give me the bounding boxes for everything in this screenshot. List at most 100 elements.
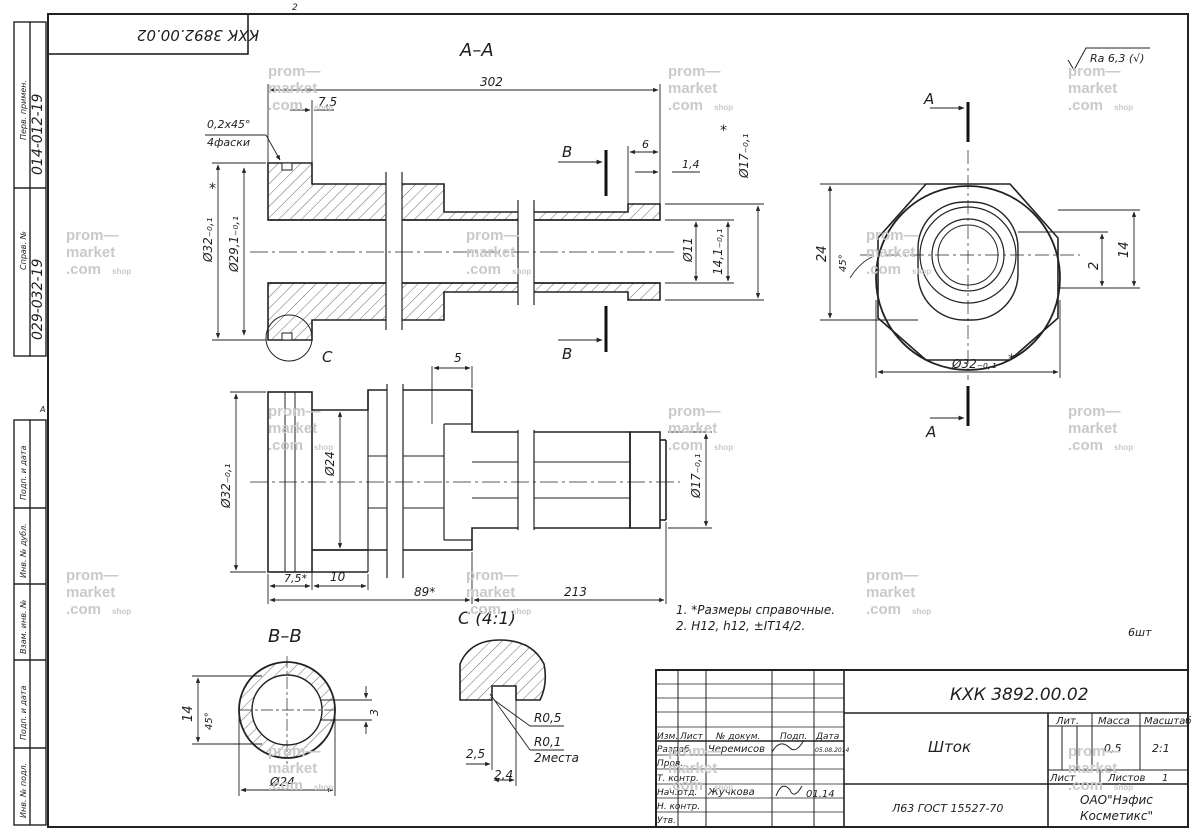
dim-r0-1: R0,1 xyxy=(534,735,561,749)
roughness-symbol: Ra 6,3 (√) xyxy=(1067,47,1150,72)
star-d32-end: * xyxy=(1008,352,1015,368)
watermark-shop: shop xyxy=(314,783,333,792)
watermark-text: market xyxy=(668,420,717,437)
watermark-text: .com xyxy=(466,601,501,618)
dim-6: 6 xyxy=(642,138,649,151)
watermark-text: market xyxy=(1068,760,1117,777)
watermark-text: market xyxy=(66,584,115,601)
dim-d24-bb: Ø24 xyxy=(269,775,295,789)
tb-scale-header: Масштаб xyxy=(1144,715,1192,727)
watermark-text: prom— xyxy=(866,567,919,584)
dim-d32: Ø32₋₀,₁ xyxy=(201,217,215,263)
watermark-text: prom— xyxy=(866,227,919,244)
tb-organization-2: Косметикс" xyxy=(1080,809,1153,823)
dim-5: 5 xyxy=(454,351,462,365)
designation-mirrored: КХК 3892.00.02 xyxy=(137,26,259,44)
dim-d17-b: Ø17₋₀,₁ xyxy=(689,453,703,499)
watermark-text: .com xyxy=(268,777,303,794)
end-view-dim-text: 24 45° 14 2 Ø32₋₀,₁ * xyxy=(815,241,1132,371)
tb-part-name: Шток xyxy=(928,738,971,756)
tb-sheets-value: 1 xyxy=(1162,773,1168,784)
tb-mass-value: 0,5 xyxy=(1104,742,1122,755)
cut-b-top-label: В xyxy=(562,143,572,161)
watermark-text: .com xyxy=(268,97,303,114)
label-podp-data-1: Подп. и дата xyxy=(19,445,28,500)
watermark-text: .com xyxy=(268,437,303,454)
value-perv-primen: 014-012-19 xyxy=(30,94,46,175)
watermark-text: market xyxy=(268,760,317,777)
roughness-text: Ra 6,3 (√) xyxy=(1090,52,1144,65)
designation-box-top: КХК 3892.00.02 xyxy=(47,13,259,55)
cut-b-bottom-label: В xyxy=(562,345,572,363)
end-view-dims xyxy=(820,183,1140,378)
watermark-shop: shop xyxy=(912,267,931,276)
dim-2: 2 xyxy=(1087,262,1102,270)
dim-1-4: 1,4 xyxy=(682,158,700,171)
dim-d17: Ø17₋₀,₁ xyxy=(737,133,751,179)
label-inv-podl: Инв. № подл. xyxy=(19,763,28,818)
watermark-shop: shop xyxy=(112,267,131,276)
dim-d29: Ø29,1₋₀,₁ xyxy=(227,216,241,273)
zone-mark: А xyxy=(39,405,45,414)
tb-razrab-date: 05.08.2014 xyxy=(815,747,850,754)
watermark-text: .com xyxy=(668,97,703,114)
watermark-text: .com xyxy=(466,261,501,278)
dim-14-1: 14,1₋₀,₁ xyxy=(711,228,725,275)
tb-r-prov: Пров. xyxy=(657,759,683,769)
watermark-shop: shop xyxy=(912,607,931,616)
section-aa-label: А–А xyxy=(459,40,494,61)
tb-organization: ОАО"Нэфис xyxy=(1080,793,1153,807)
detail-c-dims xyxy=(466,693,564,786)
tb-r-tkontr: Т. контр. xyxy=(657,774,699,784)
dim-d32-end: Ø32₋₀,₁ xyxy=(951,357,997,371)
technical-notes: 1. *Размеры справочные. 2. Н12, h12, ±IT… xyxy=(676,603,835,633)
dim-14-bb: 14 xyxy=(181,705,196,722)
label-vzam-inv: Взам. инв. № xyxy=(19,600,28,654)
tb-h-izm: Изм. xyxy=(657,732,678,742)
watermark-text: prom— xyxy=(668,403,721,420)
watermark-shop: shop xyxy=(1114,443,1133,452)
section-bb-label: В–В xyxy=(268,626,302,647)
section-aa-dims xyxy=(205,84,764,341)
tb-sheet-header: Лист xyxy=(1049,773,1077,784)
tb-sheets-header: Листов xyxy=(1107,773,1145,784)
note-2: 2. Н12, h12, ±IT14/2. xyxy=(676,619,805,633)
dim-d11: Ø11 xyxy=(681,237,695,263)
dim-24: 24 xyxy=(815,245,830,262)
dim-14-end: 14 xyxy=(1117,241,1132,258)
signature-nachotd xyxy=(775,785,803,797)
section-bb-dim-text: 14 45° 3 Ø24 xyxy=(181,705,381,789)
tb-r-nkontr: Н. контр. xyxy=(657,802,700,812)
drawing-frame xyxy=(47,13,1189,828)
dim-3: 3 xyxy=(368,709,381,716)
watermark-text: prom— xyxy=(1068,403,1121,420)
watermark-text: .com xyxy=(866,261,901,278)
watermark-text: .com xyxy=(1068,437,1103,454)
tb-scale-value: 2:1 xyxy=(1152,742,1170,755)
tb-nachotd-name: Жучкова xyxy=(707,787,755,798)
signature-razrab xyxy=(771,739,805,753)
tb-lit-header: Лит. xyxy=(1055,716,1079,727)
watermark-shop: shop xyxy=(714,443,733,452)
label-sprav-no: Справ. № xyxy=(19,231,28,270)
end-view xyxy=(860,150,1080,380)
watermark-text: market xyxy=(668,760,717,777)
cut-a-bottom-label: А xyxy=(925,423,936,441)
watermark-text: market xyxy=(1068,80,1117,97)
tb-razrab-name: Черемисов xyxy=(708,744,765,755)
dim-302: 302 xyxy=(480,75,503,89)
star-d32: * xyxy=(209,181,216,197)
exterior-dim-text: 5 Ø32₋₀,₁ Ø24 Ø17₋₀,₁ 7,5* 10 89* 213 xyxy=(219,351,703,599)
watermark-text: prom— xyxy=(668,743,721,760)
tb-material: Л63 ГОСТ 15527-70 xyxy=(891,802,1003,815)
star-d17: * xyxy=(720,123,727,139)
watermark-text: market xyxy=(466,244,515,261)
dim-213: 213 xyxy=(564,585,587,599)
